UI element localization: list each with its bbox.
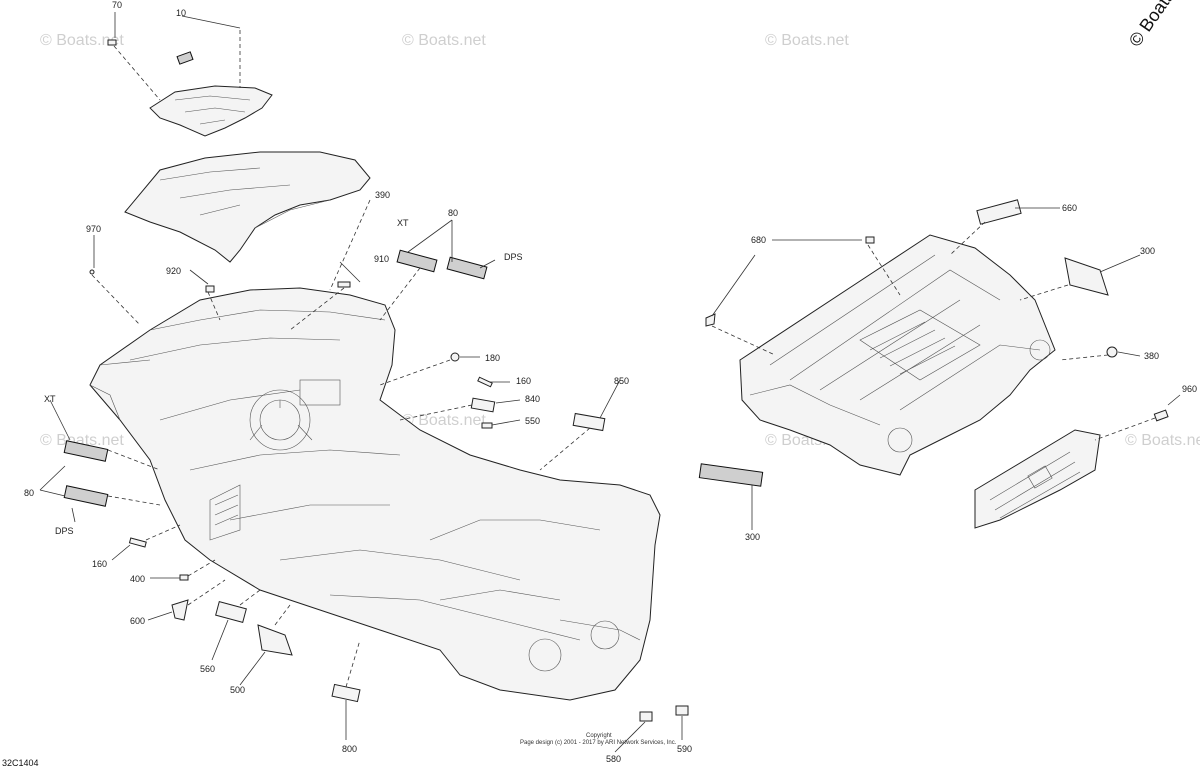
- callout-80-left[interactable]: 80: [24, 488, 34, 498]
- decal-920-part: [205, 285, 215, 293]
- callout-500[interactable]: 500: [230, 685, 245, 695]
- watermark-3: © Boats.net: [765, 32, 849, 49]
- vehicle-chassis-part: [89, 287, 661, 701]
- decal-580-part: [639, 711, 653, 722]
- decal-840-part: [470, 397, 496, 413]
- callout-660[interactable]: 660: [1062, 203, 1077, 213]
- decal-300-right-part: [1064, 257, 1109, 296]
- decal-910-part: [337, 281, 351, 288]
- callout-160-left[interactable]: 160: [92, 559, 107, 569]
- decal-10-part: [176, 51, 194, 65]
- decal-590-part: [675, 705, 689, 716]
- callout-300-right[interactable]: 300: [1140, 246, 1155, 256]
- callout-180[interactable]: 180: [485, 353, 500, 363]
- callout-390[interactable]: 390: [375, 190, 390, 200]
- decal-400-part: [179, 574, 189, 581]
- callout-680[interactable]: 680: [751, 235, 766, 245]
- decal-380-part: [1106, 346, 1118, 358]
- callout-960[interactable]: 960: [1182, 384, 1197, 394]
- callout-550[interactable]: 550: [525, 416, 540, 426]
- watermark-1: © Boats.net: [40, 32, 124, 49]
- decal-660-part: [976, 199, 1022, 225]
- watermark-5: © Boats.net: [402, 412, 486, 429]
- callout-xt-top[interactable]: XT: [397, 218, 409, 228]
- callout-dps-left[interactable]: DPS: [55, 526, 74, 536]
- callout-580[interactable]: 580: [606, 754, 621, 764]
- decal-160-left-part: [128, 537, 147, 548]
- diagram-code: 32C1404: [2, 758, 39, 768]
- callout-10[interactable]: 10: [176, 8, 186, 18]
- decal-550-part: [481, 422, 493, 429]
- watermark-7: © Boats.net: [1125, 432, 1200, 449]
- callout-70[interactable]: 70: [112, 0, 122, 10]
- watermark-corner: © Boats: [1125, 0, 1178, 50]
- decal-160-mid-part: [477, 376, 493, 388]
- callout-850[interactable]: 850: [614, 376, 629, 386]
- tailgate-part: [974, 429, 1101, 529]
- decal-300-bottom-part: [698, 463, 764, 487]
- decal-850-part: [572, 412, 606, 432]
- callout-800[interactable]: 800: [342, 744, 357, 754]
- roof-upper-part: [149, 85, 273, 137]
- callout-970[interactable]: 970: [86, 224, 101, 234]
- callout-560[interactable]: 560: [200, 664, 215, 674]
- decal-180-part: [450, 352, 460, 362]
- callout-910[interactable]: 910: [374, 254, 389, 264]
- decal-70-part: [107, 39, 117, 46]
- decal-680-top-part: [865, 236, 875, 244]
- callout-920[interactable]: 920: [166, 266, 181, 276]
- decal-960-part: [1153, 409, 1169, 422]
- callout-160-mid[interactable]: 160: [516, 376, 531, 386]
- callout-xt-left[interactable]: XT: [44, 394, 56, 404]
- decal-970-part: [89, 269, 95, 275]
- callout-80-top[interactable]: 80: [448, 208, 458, 218]
- decal-800-part: [331, 683, 361, 703]
- cargo-box-part: [739, 234, 1056, 476]
- callout-300-bottom[interactable]: 300: [745, 532, 760, 542]
- callout-dps-top[interactable]: DPS: [504, 252, 523, 262]
- leader-lines: [39, 12, 1181, 753]
- callout-380[interactable]: 380: [1144, 351, 1159, 361]
- watermark-4: © Boats.net: [40, 432, 124, 449]
- decal-600-part: [171, 599, 189, 621]
- decal-80-xt-top-part: [396, 249, 438, 273]
- roof-panel-part: [124, 151, 371, 263]
- copyright-title: Copyright: [586, 733, 612, 739]
- callout-600[interactable]: 600: [130, 616, 145, 626]
- callout-590[interactable]: 590: [677, 744, 692, 754]
- decal-500-part: [257, 624, 293, 656]
- decal-80-dps-top-part: [446, 256, 488, 280]
- copyright-text: Page design (c) 2001 - 2017 by ARI Netwo…: [520, 740, 677, 746]
- decal-680-left-part: [705, 313, 716, 327]
- watermark-2: © Boats.net: [402, 32, 486, 49]
- callout-400[interactable]: 400: [130, 574, 145, 584]
- decal-560-part: [215, 601, 247, 623]
- callout-840[interactable]: 840: [525, 394, 540, 404]
- decal-80-xt-part: [63, 440, 109, 462]
- decal-80-dps-part: [63, 485, 109, 507]
